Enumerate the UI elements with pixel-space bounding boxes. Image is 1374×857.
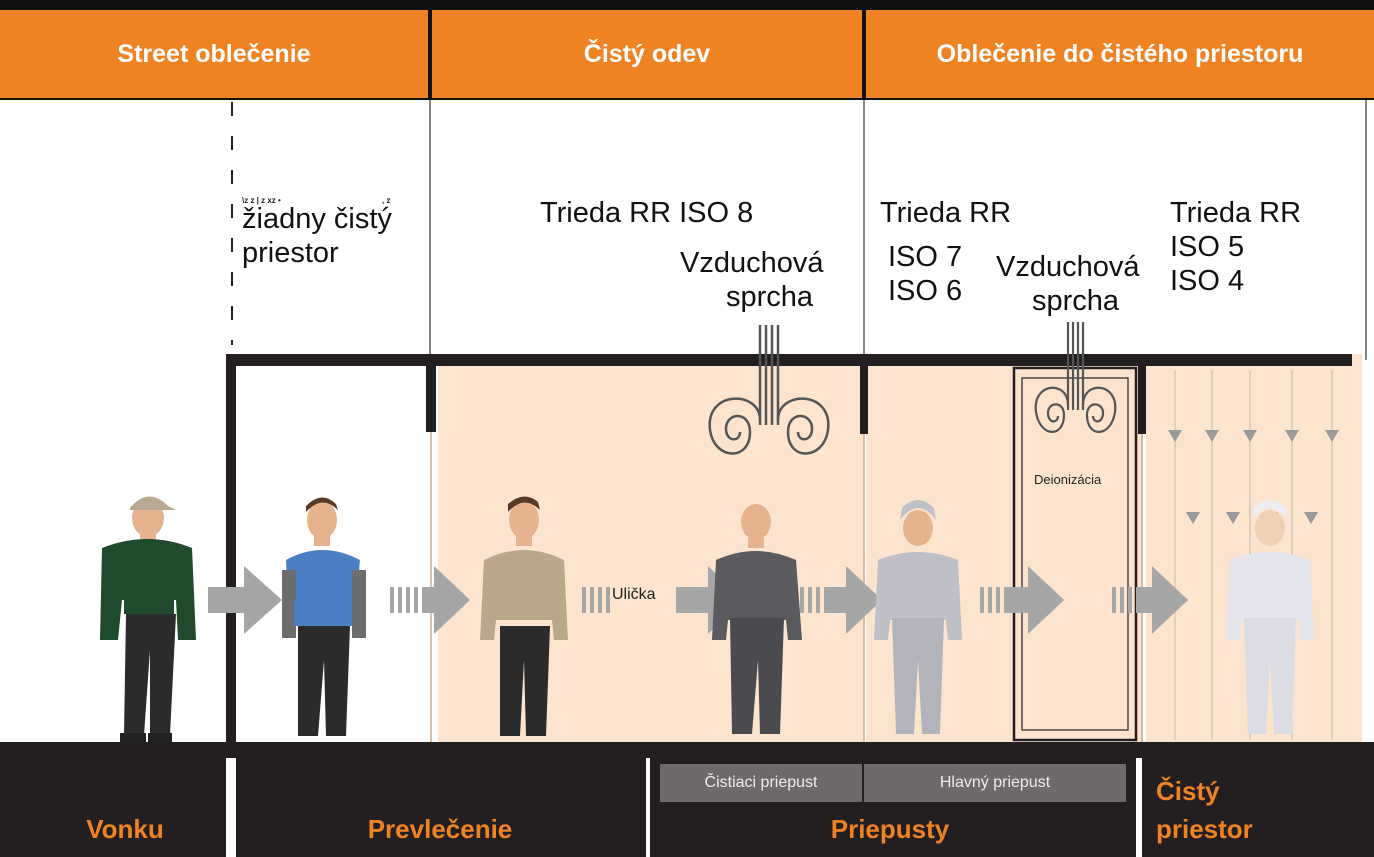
wall-right xyxy=(1352,354,1362,744)
header-street-clothing: Street oblečenie xyxy=(0,10,428,98)
zone-outside: Vonku xyxy=(86,814,164,844)
person-light-coverall-icon xyxy=(874,500,962,734)
flow-arrow-icon xyxy=(208,587,248,613)
no-cleanroom-label-line2: priestor xyxy=(242,237,339,269)
air-shower-swirl-1 xyxy=(708,325,830,455)
iso6-label: ISO 6 xyxy=(888,275,963,307)
zone-cleanroom-line2: priestor xyxy=(1156,814,1253,844)
person-blue-shirt-icon xyxy=(282,497,366,736)
person-beige-sweater-icon xyxy=(480,496,568,736)
zone-cleanroom-line1: Čistý xyxy=(1156,776,1220,806)
air-shower-swirl-2 xyxy=(1034,322,1117,433)
flow-arrows xyxy=(208,566,1188,634)
iso8-label: Trieda RR ISO 8 xyxy=(540,197,754,229)
header-cleanroom-clothing: Oblečenie do čistého priestoru xyxy=(866,10,1374,98)
no-cleanroom-label-line1: žiadny čistý xyxy=(242,203,392,235)
air-shower-label-1a: Vzduchová xyxy=(680,247,824,279)
air-shower-label-2b: sprcha xyxy=(1032,285,1120,317)
zone-gates: Priepusty xyxy=(830,814,950,844)
corridor-label: Ulička xyxy=(612,586,656,603)
flow-arrow-icon xyxy=(390,566,470,634)
air-shower-label-1b: sprcha xyxy=(726,281,814,313)
person-street-clothes-icon xyxy=(100,496,196,742)
cleaning-gate-label: Čistiaci priepust xyxy=(660,764,862,802)
no-clean-small-text-2: , z xyxy=(382,196,391,205)
iso76-title: Trieda RR xyxy=(880,197,1012,229)
flow-arrow-icon xyxy=(1112,566,1188,634)
zone-changing: Prevlečenie xyxy=(367,814,513,844)
iso7-label: ISO 7 xyxy=(888,241,963,273)
wall-partition-3 xyxy=(1138,354,1146,434)
zone-divider xyxy=(1136,758,1142,857)
ceiling xyxy=(226,354,1358,366)
wall-partition-1 xyxy=(426,354,436,432)
flow-arrow-icon xyxy=(244,566,282,634)
zone-divider xyxy=(226,758,236,857)
zone-divider xyxy=(646,758,650,857)
person-grey-coverall-icon xyxy=(712,504,802,734)
no-clean-small-text: \z z | z xz • xyxy=(242,196,281,205)
iso5-label: ISO 5 xyxy=(1170,231,1245,263)
air-shower-label-2a: Vzduchová xyxy=(996,251,1140,283)
iso54-title: Trieda RR xyxy=(1170,197,1302,229)
header-bar: Street oblečenie Čistý odev Oblečenie do… xyxy=(0,0,1374,100)
iso4-label: ISO 4 xyxy=(1170,265,1245,297)
person-cleanroom-suit-icon xyxy=(1226,500,1314,734)
flow-arrow-icon xyxy=(800,566,882,634)
main-gate-label: Hlavný priepust xyxy=(864,764,1126,802)
air-shower-booth-inner xyxy=(1021,377,1129,731)
deionization-label: Deionizácia xyxy=(1034,472,1102,487)
air-shower-booth xyxy=(1012,366,1138,742)
wall-partition-2 xyxy=(860,354,868,434)
wall-left xyxy=(226,354,236,744)
header-clean-clothing: Čistý odev xyxy=(432,10,862,98)
flow-arrow-icon xyxy=(980,566,1064,634)
